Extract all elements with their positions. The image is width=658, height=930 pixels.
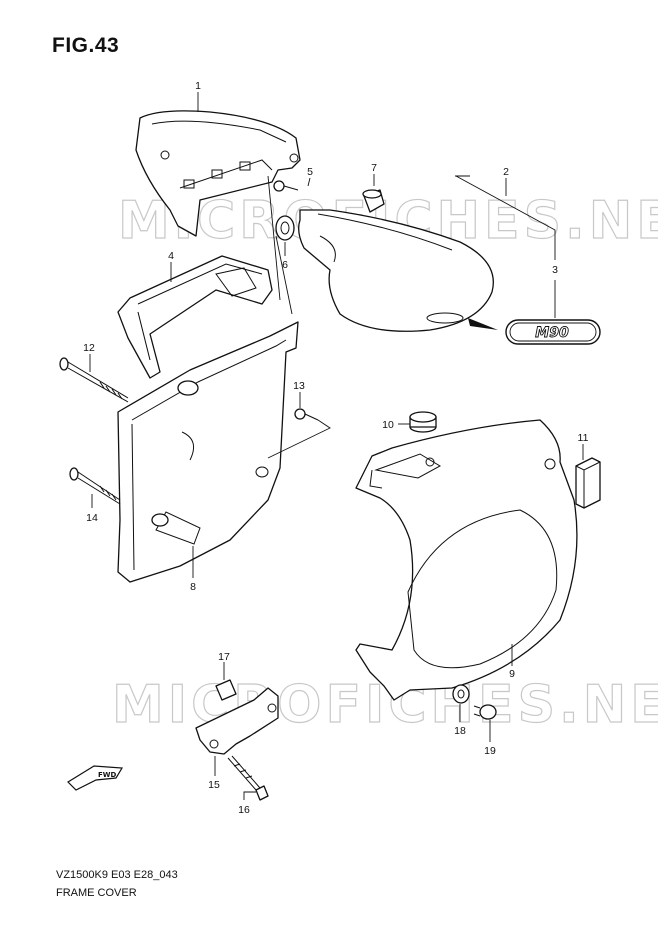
callout-10: 10 — [382, 419, 394, 431]
callout-2: 2 — [503, 166, 509, 178]
part-14-bolt — [69, 467, 121, 505]
callout-18: 18 — [454, 725, 466, 737]
callout-4: 4 — [168, 250, 174, 262]
part-3-badge: M90 — [505, 319, 601, 345]
callout-13: 13 — [293, 380, 305, 392]
part-13-screw — [294, 408, 319, 421]
part-8-frame-cover — [117, 321, 299, 583]
part-7-cushion — [362, 189, 385, 213]
callout-3: 3 — [552, 264, 558, 276]
footer: VZ1500K9 E03 E28_043 FRAME COVER — [56, 866, 178, 902]
callout-labels: 1 2 3 4 5 6 7 8 9 10 11 12 13 14 15 16 1… — [83, 80, 588, 816]
part-19-screw — [473, 704, 497, 720]
badge-text: M90 — [535, 325, 569, 341]
part-12-bolt — [59, 357, 129, 403]
callout-6: 6 — [282, 259, 288, 271]
callout-12: 12 — [83, 342, 95, 354]
part-10-grommet — [409, 411, 437, 433]
callout-1: 1 — [195, 80, 201, 92]
part-6-grommet — [275, 215, 295, 241]
part-16-bolt — [227, 755, 269, 801]
part-2-side-cover — [298, 209, 494, 332]
callout-15: 15 — [208, 779, 220, 791]
callout-16: 16 — [238, 804, 250, 816]
callout-11: 11 — [578, 432, 589, 444]
model-code: VZ1500K9 E03 E28_043 — [56, 869, 178, 881]
part-17-clip — [215, 679, 237, 701]
part-4-bracket — [117, 255, 273, 379]
part-5-screw — [273, 180, 299, 192]
figure-title: FIG.43 — [52, 34, 120, 57]
callout-14: 14 — [86, 512, 98, 524]
fwd-arrow-icon: FWD — [67, 765, 124, 791]
part-18-grommet — [452, 684, 470, 704]
badge-pointer — [468, 318, 498, 330]
part-11-pad — [575, 457, 601, 509]
callout-17: 17 — [218, 651, 230, 663]
leader-lines — [89, 92, 584, 800]
part-1-upper-cover — [135, 110, 301, 237]
part-15-lower-bracket — [195, 687, 279, 755]
fwd-label: FWD — [98, 771, 117, 779]
callout-19: 19 — [484, 745, 496, 757]
section-name: FRAME COVER — [56, 887, 137, 899]
part-9-large-cover — [355, 419, 578, 701]
callout-5: 5 — [307, 166, 313, 178]
callout-8: 8 — [190, 581, 196, 593]
callout-7: 7 — [371, 162, 377, 174]
callout-9: 9 — [509, 668, 515, 680]
